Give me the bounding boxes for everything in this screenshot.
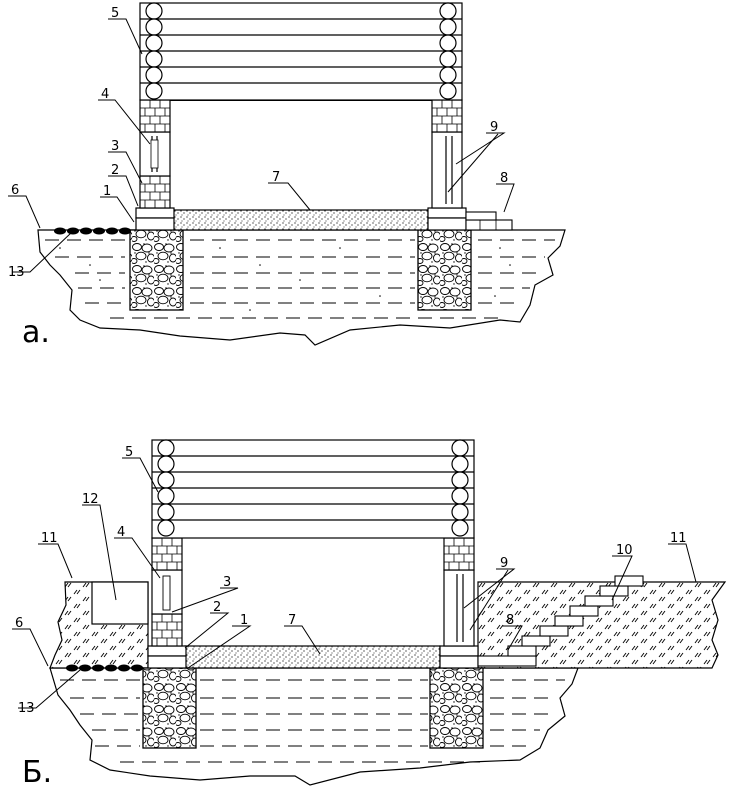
leaders-b — [12, 457, 697, 709]
label-6: 6 — [15, 616, 23, 631]
label-3: 3 — [223, 575, 231, 590]
figure-b: 5 12 11 4 3 2 1 6 7 8 9 10 11 13 Б. — [12, 439, 727, 790]
ground-b-lower — [49, 667, 579, 786]
plinth-right-a — [427, 207, 467, 219]
label-2: 2 — [111, 163, 119, 178]
label-4: 4 — [101, 87, 109, 102]
staircase-b — [477, 575, 644, 667]
brick-upper-right-b — [443, 537, 475, 571]
steps-a — [465, 211, 513, 231]
sand-bed-b — [184, 645, 441, 669]
label-2: 2 — [213, 600, 221, 615]
brick-lower-left-b — [151, 613, 183, 647]
drain-pipe-b — [66, 664, 143, 672]
label-9: 9 — [500, 556, 508, 571]
drain-pipe-a — [54, 227, 131, 235]
label-1: 1 — [103, 184, 111, 199]
label-8: 8 — [506, 613, 514, 628]
label-7: 7 — [288, 613, 296, 628]
label-11-left: 11 — [41, 531, 58, 546]
label-4: 4 — [117, 525, 125, 540]
trench-b — [91, 581, 149, 625]
label-9: 9 — [490, 120, 498, 135]
brick-lower-left-a — [139, 175, 171, 209]
label-11-right: 11 — [670, 531, 687, 546]
leaders-a — [8, 18, 515, 273]
label-1: 1 — [240, 613, 248, 628]
brick-upper-left-b — [151, 537, 183, 571]
plinth-left-b — [147, 645, 187, 657]
soil-lines-a — [45, 239, 555, 319]
plinth-right-b — [439, 645, 479, 657]
label-3: 3 — [111, 139, 119, 154]
plinth-right-a2 — [427, 217, 467, 231]
label-7: 7 — [272, 170, 280, 185]
rubble-footing-right-a — [417, 229, 472, 311]
log-wall-b — [151, 439, 475, 539]
rubble-footing-left-b — [142, 667, 197, 749]
label-10: 10 — [616, 543, 633, 558]
caption-a: a. — [22, 315, 50, 350]
soil-lines-b — [60, 679, 565, 763]
label-5: 5 — [111, 6, 119, 21]
label-6: 6 — [11, 183, 19, 198]
label-8: 8 — [500, 171, 508, 186]
plinth-left-a2 — [135, 217, 175, 231]
label-5: 5 — [125, 445, 133, 460]
rubble-footing-left-a — [129, 229, 184, 311]
soil-dots-a — [59, 247, 511, 311]
brick-upper-right-a — [431, 99, 463, 133]
label-12: 12 — [82, 492, 99, 507]
figure-a: 5 4 3 2 1 6 7 8 9 13 a. — [8, 2, 566, 350]
label-13: 13 — [8, 265, 25, 280]
sand-bed-a — [172, 209, 429, 231]
caption-b: Б. — [22, 755, 52, 790]
log-wall-a — [139, 2, 463, 101]
wall-insulation-right-a — [431, 131, 463, 209]
label-13: 13 — [18, 701, 35, 716]
ground-a — [37, 229, 566, 346]
wall-insulation-right-b — [443, 569, 475, 647]
plinth-right-b2 — [439, 655, 479, 669]
plinth-left-a — [135, 207, 175, 219]
rubble-footing-right-b — [429, 667, 484, 749]
brick-upper-left-a — [139, 99, 171, 133]
plinth-left-b2 — [147, 655, 187, 669]
